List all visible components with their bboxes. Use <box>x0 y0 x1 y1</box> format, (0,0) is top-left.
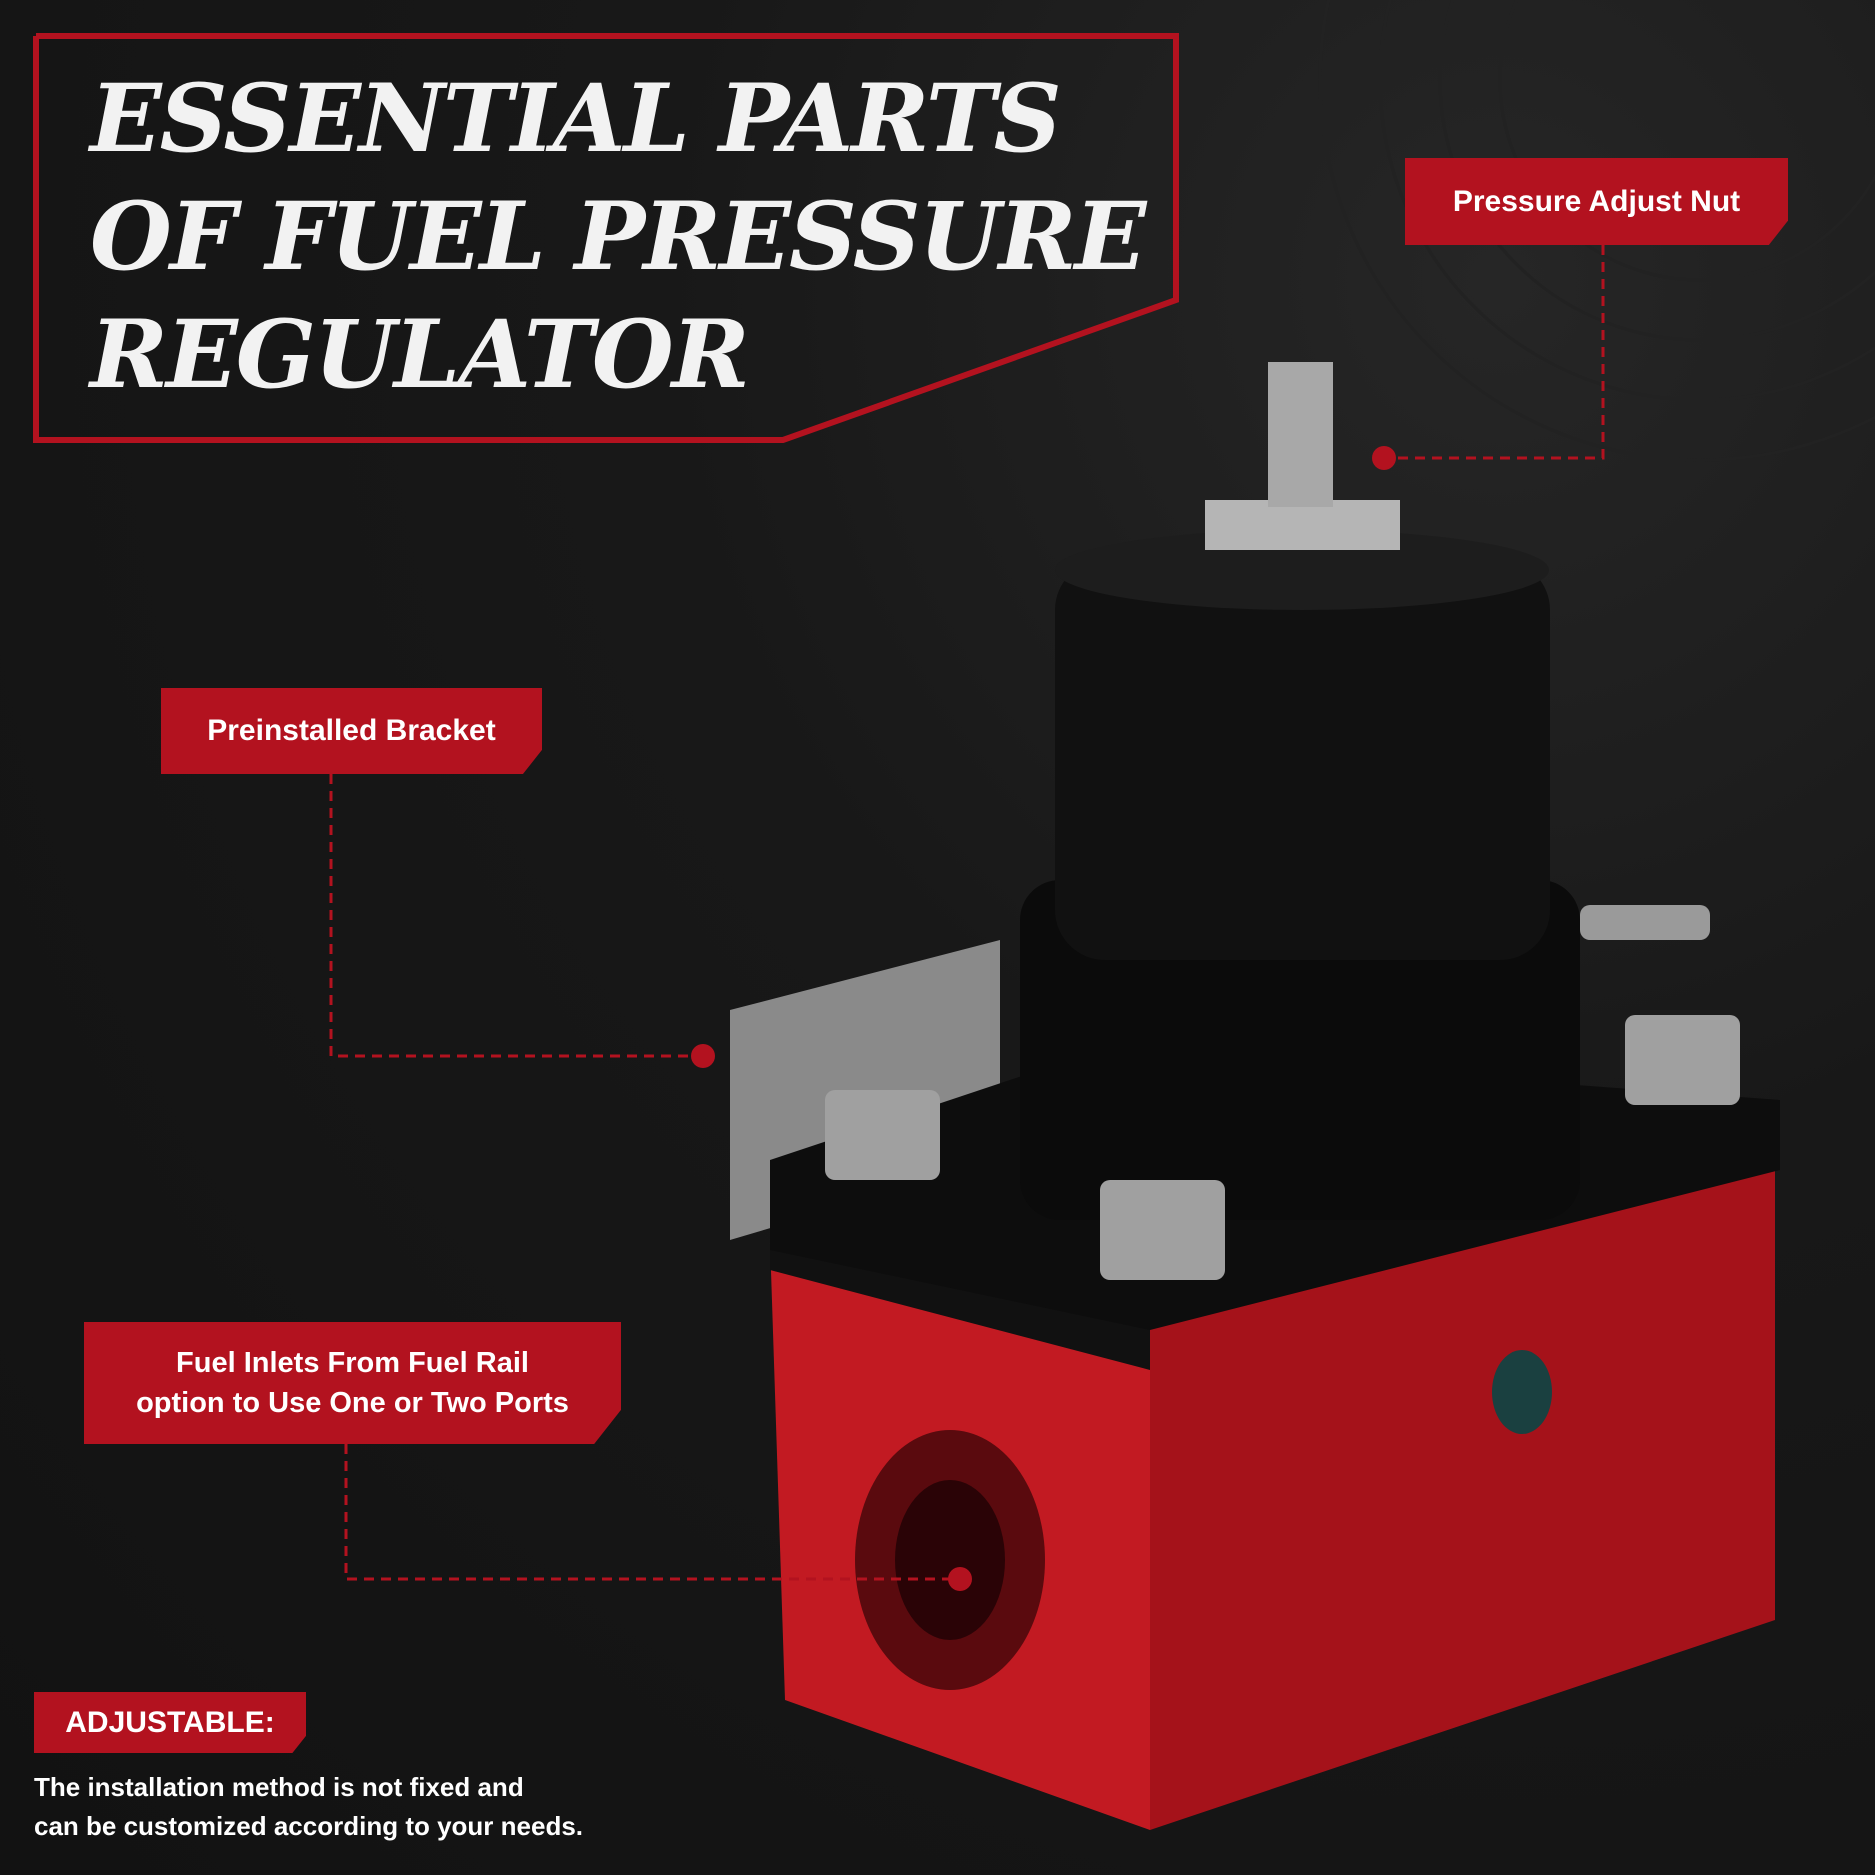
description-line: can be customized according to your need… <box>34 1811 584 1841</box>
callout-dots <box>691 446 1396 1591</box>
title-line: ESSENTIAL PARTS <box>90 64 1062 174</box>
background-arcs <box>1318 0 1875 462</box>
callout-text: option to Use One or Two Ports <box>136 1387 569 1419</box>
title-line: REGULATOR <box>90 300 750 410</box>
title-frame <box>33 33 1179 443</box>
page-title: ESSENTIAL PARTS OF FUEL PRESSURE REGULAT… <box>90 60 1146 414</box>
feature-label: ADJUSTABLE: <box>34 1692 306 1753</box>
description-line: The installation method is not fixed and <box>34 1772 524 1802</box>
title-line: OF FUEL PRESSURE <box>90 182 1146 292</box>
fuel-pressure-regulator-image <box>730 362 1780 1830</box>
callout-pressure-adjust-nut: Pressure Adjust Nut <box>1405 158 1788 245</box>
callout-fuel-inlets: Fuel Inlets From Fuel Rail option to Use… <box>84 1322 621 1444</box>
callout-lines <box>329 245 1605 1581</box>
callout-preinstalled-bracket: Preinstalled Bracket <box>161 688 542 774</box>
feature-description: The installation method is not fixed and… <box>34 1768 583 1846</box>
callout-text: Fuel Inlets From Fuel Rail <box>176 1347 529 1379</box>
